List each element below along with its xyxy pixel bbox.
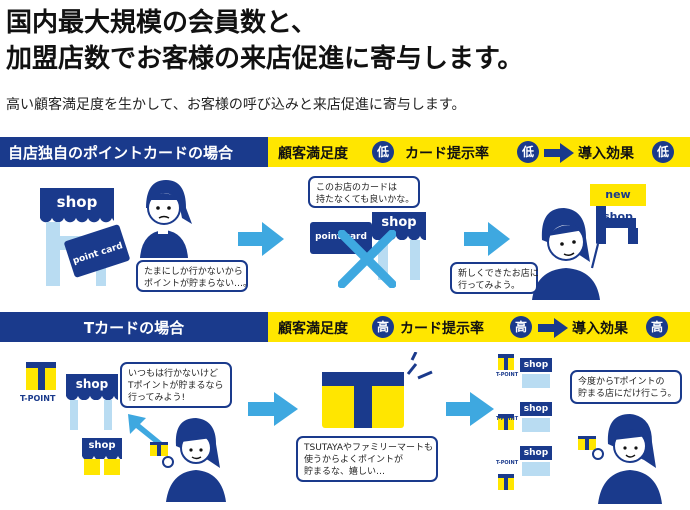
shop-sign: shop xyxy=(372,212,426,234)
t-badge-effect: 高 xyxy=(646,316,668,338)
bubble-text: たまにしか行かないから xyxy=(144,267,243,277)
tpoint-logo-icon xyxy=(498,474,514,490)
bubble-text: 行ってみよう! xyxy=(128,393,186,403)
bubble-text: 行ってみよう。 xyxy=(458,281,521,291)
own-metric-satisfaction: 顧客満足度 xyxy=(278,146,348,162)
tpoint-shop-list: T-POINT shop T-POINT shop T-POINT shop xyxy=(496,352,556,490)
flow-arrow-icon xyxy=(446,392,494,426)
shop-pillar xyxy=(46,222,60,286)
bubble-text: 貯まる店にだけ行こう。 xyxy=(578,389,677,399)
t-bubble-3: 今度からTポイントの 貯まる店にだけ行こう。 xyxy=(570,370,682,404)
shop-awning xyxy=(66,394,118,400)
shop-pillar-right xyxy=(410,240,420,280)
own-shop-illustration: shop xyxy=(40,188,114,224)
t-badge-presentation: 高 xyxy=(510,316,532,338)
sparkle-icon xyxy=(406,352,433,380)
t-metric-effect: 導入効果 xyxy=(572,321,628,337)
shop-pillar xyxy=(378,240,388,280)
flow-arrow-icon xyxy=(248,392,298,426)
flow-arrow-icon xyxy=(464,222,510,256)
tpoint-label: T-POINT xyxy=(496,416,519,422)
point-card-icon: point card xyxy=(63,223,131,279)
cross-icon xyxy=(338,230,396,288)
t-metric-satisfaction: 顧客満足度 xyxy=(278,321,348,337)
t-arrow-right-icon xyxy=(538,318,568,338)
headline-line1: 国内最大規模の会員数と、 xyxy=(6,8,317,38)
shop-front xyxy=(522,462,550,476)
shop-door xyxy=(104,459,120,475)
shop-sign: shop xyxy=(520,446,552,460)
bubble-text: このお店のカードは xyxy=(316,183,398,193)
diagonal-arrow-icon xyxy=(128,414,162,444)
own-badge-satisfaction: 低 xyxy=(372,141,394,163)
bubble-text: TSUTAYAやファミリーマートも xyxy=(304,443,434,453)
shop-awning xyxy=(40,216,114,224)
shop-door-top xyxy=(606,218,636,228)
t-badge-satisfaction: 高 xyxy=(372,316,394,338)
shop-sign: shop xyxy=(66,374,118,394)
shop-pillar-right xyxy=(628,228,638,244)
section-t-label: Tカードの場合 xyxy=(0,312,268,342)
bubble-text: 新しくできたお店に xyxy=(458,269,539,279)
own-metric-presentation: カード提示率 xyxy=(405,146,489,162)
shop-sign: shop xyxy=(82,438,122,454)
tpoint-logo-icon xyxy=(498,354,514,370)
shop-pillar-right xyxy=(104,400,112,430)
own-bubble-1: たまにしか行かないから ポイントが貯まらない…。 xyxy=(136,260,253,292)
headline-subtitle: 高い顧客満足度を生かして、お客様の呼び込みと来店促進に寄与します。 xyxy=(6,97,466,113)
shop-pillar xyxy=(70,400,78,430)
t-bubble-1: いつもは行かないけど Tポイントが貯まるなら 行ってみよう! xyxy=(120,362,232,408)
t-metric-presentation: カード提示率 xyxy=(400,321,484,337)
tcard-icon xyxy=(322,372,404,428)
flow-arrow-icon xyxy=(238,222,284,256)
shop-door xyxy=(84,459,100,475)
tpoint-logo-icon xyxy=(498,414,514,430)
shop-awning xyxy=(82,454,122,459)
pointing-person-icon xyxy=(532,208,601,300)
own-badge-effect: 低 xyxy=(652,141,674,163)
t-bubble-2: TSUTAYAやファミリーマートも 使うからよくポイントが 貯まるな、嬉しい… xyxy=(296,436,438,482)
own-shop-small: shop xyxy=(372,212,426,240)
person-with-card-icon xyxy=(150,418,226,502)
shop-awning xyxy=(372,234,426,240)
happy-person-with-card-icon xyxy=(578,414,662,504)
own-arrow-right-icon xyxy=(544,143,574,163)
own-metric-effect: 導入効果 xyxy=(578,146,634,162)
shop-sign: shop xyxy=(520,402,552,416)
section-own-label: 自店独自のポイントカードの場合 xyxy=(0,137,268,167)
shop-front xyxy=(522,374,550,388)
worried-person-icon xyxy=(140,180,192,258)
tpoint-label: T-POINT xyxy=(496,460,519,466)
tpoint-label: T-POINT xyxy=(20,394,56,403)
tpoint-label: T-POINT xyxy=(496,372,519,378)
bubble-text: 使うからよくポイントが xyxy=(304,455,404,465)
t-shop-illustration: shop xyxy=(66,374,118,400)
bubble-text: 今度からTポイントの xyxy=(578,377,665,387)
shop-pillar xyxy=(596,206,606,244)
own-bubble-3: 新しくできたお店に 行ってみよう。 xyxy=(450,262,539,294)
own-bubble-2: このお店のカードは 持たなくても良いかな。 xyxy=(308,176,420,208)
new-shop-sign: new shop xyxy=(590,184,646,223)
bubble-text: いつもは行かないけど xyxy=(128,369,219,379)
headline-line2: 加盟店数でお客様の来店促進に寄与します。 xyxy=(6,44,524,74)
shop-front xyxy=(522,418,550,432)
shop-sign: shop xyxy=(520,358,552,372)
tpoint-logo-icon xyxy=(26,362,56,390)
bubble-text: 持たなくても良いかな。 xyxy=(316,195,415,205)
bubble-text: Tポイントが貯まるなら xyxy=(128,381,224,391)
own-badge-presentation: 低 xyxy=(517,141,539,163)
shop-sign: shop xyxy=(40,188,114,216)
bubble-text: 貯まるな、嬉しい… xyxy=(304,467,386,477)
t-shop-small: shop xyxy=(82,438,122,459)
bubble-text: ポイントが貯まらない…。 xyxy=(144,279,253,289)
